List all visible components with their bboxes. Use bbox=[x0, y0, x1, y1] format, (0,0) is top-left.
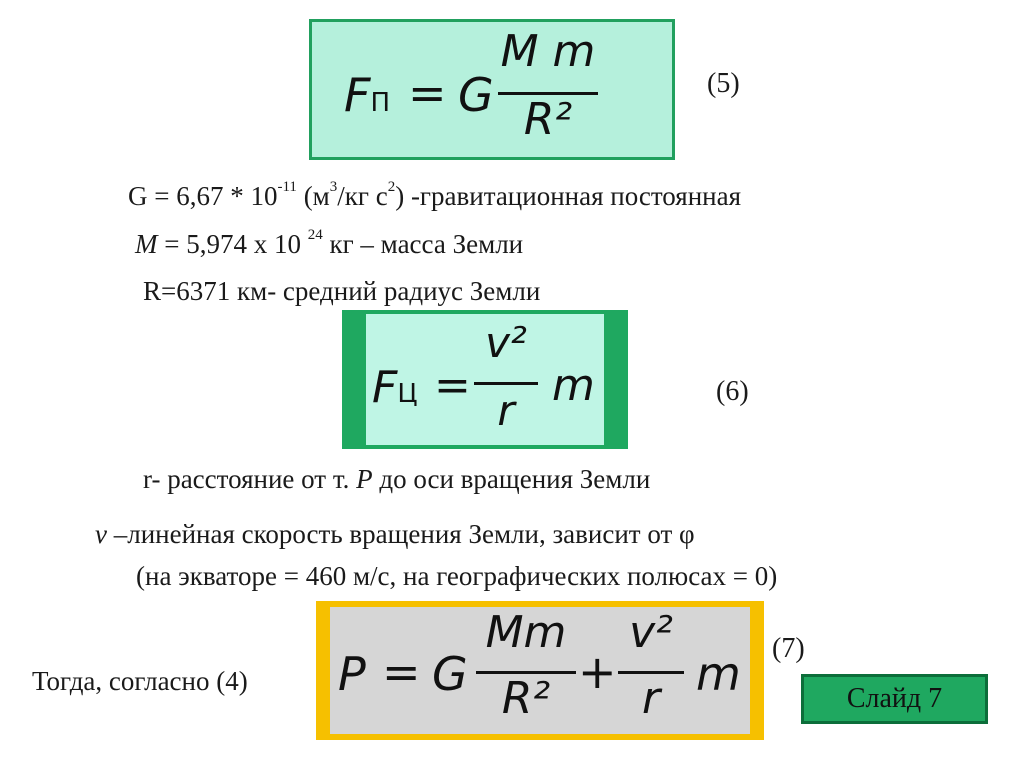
formula-5-numerator-wrap: M m bbox=[498, 26, 598, 77]
distance-line: r- расстояние от т. P до оси вращения Зе… bbox=[143, 464, 651, 494]
formula-7-equals: = bbox=[382, 645, 421, 699]
then-according-line: Тогда, согласно (4) bbox=[32, 666, 248, 696]
formula-6-equals: = bbox=[434, 360, 471, 411]
earth-mass-line: M = 5,974 х 10 24 кг – масса Земли bbox=[135, 227, 524, 259]
velocity-values-line: (на экваторе = 460 м/с, на географически… bbox=[136, 561, 778, 591]
formula-7-numerator-2-wrap: v² bbox=[618, 607, 684, 658]
formula-7-border-bottom bbox=[316, 734, 764, 740]
formula-5-denominator-wrap: R² bbox=[498, 94, 598, 145]
formula-6-lhs: FЦ bbox=[372, 362, 418, 413]
formula-5-fraction-bar bbox=[498, 92, 598, 95]
formula-7-fraction-bar-1 bbox=[476, 671, 576, 674]
formula-5-coef: G bbox=[458, 68, 494, 122]
earth-radius-line: R=6371 км- средний радиус Земли bbox=[143, 276, 541, 306]
formula-7-denominator-2: r bbox=[641, 673, 661, 724]
formula-7-border-top bbox=[316, 601, 764, 607]
formula-7-numerator-2: v² bbox=[629, 607, 673, 658]
velocity-line: v –линейная скорость вращения Земли, зав… bbox=[95, 519, 695, 549]
formula-7-denominator-1-wrap: R² bbox=[476, 673, 576, 724]
formula-7-fraction-bar-2 bbox=[618, 671, 684, 674]
formula-6-border-top bbox=[342, 310, 628, 314]
formula-6-numerator: v² bbox=[485, 318, 527, 367]
slide-7-button[interactable]: Слайд 7 bbox=[801, 674, 988, 724]
formula-6-border-right bbox=[604, 310, 628, 449]
formula-5-lhs: FП bbox=[344, 68, 391, 122]
formula-7-lhs: P bbox=[338, 647, 366, 701]
formula-7-box: P = G Mm R² + v² r m bbox=[316, 601, 764, 740]
equation-number-6: (6) bbox=[716, 376, 749, 407]
equation-number-5: (5) bbox=[707, 68, 740, 99]
slide-7-button-label: Слайд 7 bbox=[846, 683, 943, 714]
formula-7-numerator-1: Mm bbox=[485, 607, 567, 658]
formula-7-denominator-1: R² bbox=[501, 673, 551, 724]
formula-5-equals: = bbox=[408, 66, 447, 120]
formula-6-border-left bbox=[342, 310, 366, 449]
formula-6-box: FЦ = v² r m bbox=[342, 310, 628, 449]
formula-5-denominator: R² bbox=[523, 94, 573, 145]
formula-7-coef: G bbox=[432, 647, 468, 701]
gravitational-constant-line: G = 6,67 * 10-11 (м3/кг с2) -гравитацион… bbox=[128, 179, 742, 211]
formula-6-numerator-wrap: v² bbox=[474, 318, 538, 367]
formula-7-border-left bbox=[316, 601, 330, 740]
formula-7-denominator-2-wrap: r bbox=[618, 673, 684, 724]
formula-7-border-right bbox=[750, 601, 764, 740]
formula-6-denominator-wrap: r bbox=[474, 386, 538, 435]
formula-5-box: FП = G M m R² bbox=[309, 19, 675, 160]
formula-5-numerator: M m bbox=[500, 26, 596, 77]
formula-7-numerator-1-wrap: Mm bbox=[476, 607, 576, 658]
formula-6-mass: m bbox=[552, 360, 595, 411]
formula-7-mass: m bbox=[696, 647, 741, 701]
formula-6-fraction-bar bbox=[474, 382, 538, 385]
formula-6-border-bottom bbox=[342, 445, 628, 449]
formula-7-plus: + bbox=[578, 645, 617, 699]
equation-number-7: (7) bbox=[772, 633, 805, 664]
formula-6-denominator: r bbox=[497, 386, 515, 435]
